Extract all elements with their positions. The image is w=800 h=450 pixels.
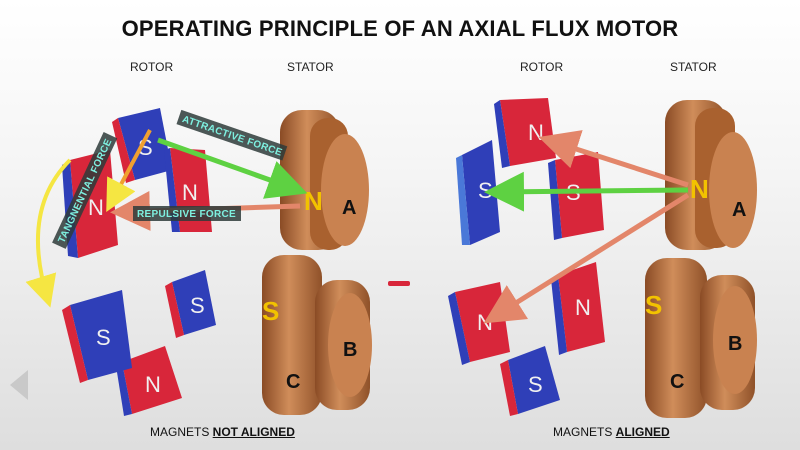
left-stator-label: STATOR [287,60,334,74]
right-caption: MAGNETS ALIGNED [553,425,670,439]
right-magnet-3 [548,152,604,240]
right-magnet-1: N [494,98,556,168]
left-rotation-arrow [25,158,72,308]
right-magnet-5: N [551,262,605,355]
left-magnet-6-label: S [190,293,205,318]
left-phase-a-label: A [342,197,356,219]
svg-text:REPULSIVE FORCE: REPULSIVE FORCE [137,209,236,220]
right-pole-s-label: S [645,290,662,320]
right-magnet-4: N [448,282,510,365]
right-stator-label: STATOR [670,60,717,74]
left-rotor-label: ROTOR [130,60,174,74]
left-magnet-5: S [62,290,132,383]
right-phase-a-label: A [732,199,746,221]
right-magnet-2: S [456,140,500,245]
left-magnet-3-label: N [182,180,198,205]
right-magnet-2-label: S [478,178,493,203]
right-pole-n-label: N [690,174,709,204]
right-stator: A N C S B [645,100,757,418]
right-magnet-4-label: N [575,295,591,320]
left-magnet-1-label: S [138,135,153,160]
left-magnet-2-label: N [88,195,104,220]
right-magnet-3-label: N [477,310,493,335]
right-magnet-6: S [500,346,560,416]
left-coil-b: B [315,280,372,410]
left-pole-n-label: N [304,186,323,216]
right-rotor: N S N N S S [448,98,605,416]
right-magnet-1-label: N [528,120,544,145]
right-rotor-label: ROTOR [520,60,564,74]
left-coil-c: C S [262,255,322,415]
left-coil-a: A N [280,110,369,250]
left-phase-c-label: C [286,371,300,393]
left-magnet-4-label: N [145,372,161,397]
right-coil-c: C S [645,258,707,418]
left-rotor: S N N N S S N [62,108,216,416]
right-coil-a: A N [665,100,757,250]
right-magnet-5-label: S [528,372,543,397]
left-phase-b-label: B [343,339,357,361]
left-pole-s-label: S [262,296,279,326]
left-caption: MAGNETS NOT ALIGNED [150,425,295,439]
left-magnet-4: N [116,346,182,416]
left-magnet-5-label: S [96,325,111,350]
left-attractive-arrow [157,137,308,199]
right-attractive-arrow [484,171,689,212]
right-phase-c-label: C [670,371,684,393]
left-magnet-6: S [165,270,216,338]
logo-icon [10,370,28,400]
right-repulsive-arrow-lower [483,192,690,324]
right-repulsive-arrow-upper [538,130,689,188]
right-force-arrows [483,130,690,324]
repulsive-force-label: REPULSIVE FORCE [133,206,241,221]
page-title: OPERATING PRINCIPLE OF AN AXIAL FLUX MOT… [121,16,679,41]
left-dash-marker [388,281,410,286]
right-coil-b: B [700,275,757,410]
right-phase-b-label: B [728,333,742,355]
left-tangential-arrow [106,129,152,213]
left-stator: A N C S B [262,110,410,415]
